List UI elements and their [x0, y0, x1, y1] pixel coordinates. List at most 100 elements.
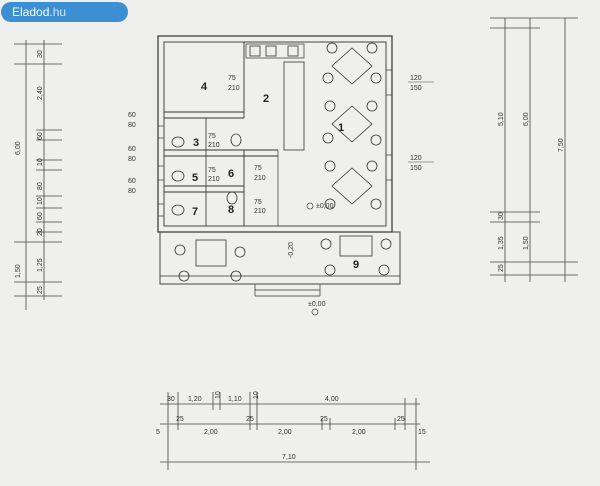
kitchen-appliance-1	[249, 45, 261, 57]
table-dim-labels: 120 150 120 150	[408, 75, 434, 172]
door-dim-2h: 210	[208, 142, 220, 149]
dining-table-1	[331, 47, 373, 85]
right-dim-750: 7,50	[558, 138, 565, 152]
window-dim-2h: 80	[128, 156, 136, 163]
bottom-dim-30: 30	[167, 396, 175, 403]
bottom-dim-120: 1,20	[188, 396, 202, 403]
room-1: 1	[338, 122, 344, 134]
door-dim-5w: 75	[254, 199, 262, 206]
left-dim-10a: 10	[37, 158, 44, 166]
door-dim-3h: 210	[254, 175, 266, 182]
left-dim-240: 2,40	[37, 86, 44, 100]
room-2: 2	[263, 93, 269, 105]
bottom-dim-15: 15	[418, 429, 426, 436]
toilet-5	[171, 170, 185, 182]
room-9: 9	[353, 259, 359, 271]
level-outside: ±0,00	[308, 301, 326, 308]
toilet-3	[171, 136, 185, 148]
table-dim-1a: 120	[410, 75, 422, 82]
kitchen-appliance-3	[287, 45, 299, 57]
right-dim-510: 5,10	[498, 112, 505, 126]
left-dim-60: 60	[37, 132, 44, 140]
bottom-dim-10a: 10	[215, 391, 222, 399]
window-dim-1h: 80	[128, 122, 136, 129]
bottom-dim-5: 5	[156, 429, 160, 436]
window-dim-1w: 60	[128, 112, 136, 119]
level-porch: -0,20	[288, 242, 295, 258]
table-dim-1b: 150	[410, 85, 422, 92]
bottom-dim-25a: 25	[176, 416, 184, 423]
left-dim-80: 80	[37, 182, 44, 190]
left-dim-600: 6,00	[15, 141, 22, 155]
door-dim-5h: 210	[254, 208, 266, 215]
left-dim-30: 30	[37, 50, 44, 58]
bottom-dim-25c: 25	[320, 416, 328, 423]
chairs	[174, 42, 392, 282]
door-dim-1h: 210	[228, 85, 240, 92]
table-dim-2b: 150	[410, 165, 422, 172]
right-dimension-labels: 5,10 6,00 7,50 30 1,35 1,50 25	[498, 112, 565, 272]
left-dimension-labels: 30 2,40 6,00 60 10 80 10 60 20 1,50 1,25…	[15, 50, 44, 294]
left-dim-60b: 60	[37, 212, 44, 220]
right-dim-30: 30	[498, 212, 505, 220]
left-dim-125: 1,25	[37, 258, 44, 272]
room-8: 8	[228, 204, 234, 216]
left-dimension-chain	[14, 40, 62, 310]
room-numbers: 1 2 3 4 5 6 7 8 9	[192, 81, 359, 271]
right-dim-135: 1,35	[498, 236, 505, 250]
right-dim-150: 1,50	[523, 236, 530, 250]
door-dim-4h: 210	[208, 176, 220, 183]
window-dim-2w: 60	[128, 146, 136, 153]
bottom-dim-25b: 25	[246, 416, 254, 423]
room-6: 6	[228, 168, 234, 180]
left-dim-20: 20	[37, 228, 44, 236]
sink-3	[230, 133, 242, 147]
toilet-7	[171, 204, 185, 216]
bottom-dim-200b: 2,00	[278, 429, 292, 436]
room-7: 7	[192, 206, 198, 218]
bottom-dim-110: 1,10	[228, 396, 242, 403]
sink-8	[226, 191, 238, 205]
bottom-dim-200a: 2,00	[204, 429, 218, 436]
room-4: 4	[201, 81, 208, 93]
watermark-brand: Eladod	[12, 5, 50, 19]
door-dim-3w: 75	[254, 165, 262, 172]
window-dim-3w: 60	[128, 178, 136, 185]
door-dim-4w: 75	[208, 167, 216, 174]
sanitary-fixtures	[171, 45, 373, 267]
bottom-dim-400: 4,00	[325, 396, 339, 403]
bottom-dimension-chains	[160, 392, 430, 470]
table-dim-2a: 120	[410, 155, 422, 162]
room-3: 3	[193, 137, 199, 149]
level-markers: ±0,00 ±0,00 -0,20	[288, 202, 334, 316]
building-walls	[157, 35, 401, 297]
door-dim-2w: 75	[208, 133, 216, 140]
watermark-tld: .hu	[49, 5, 67, 19]
bottom-dim-total: 7,10	[282, 454, 296, 461]
bottom-dim-200c: 2,00	[352, 429, 366, 436]
right-dim-600: 6,00	[523, 112, 530, 126]
left-dim-10b: 10	[37, 197, 44, 205]
left-dim-25: 25	[37, 286, 44, 294]
dining-area	[174, 42, 392, 282]
room-5: 5	[192, 172, 198, 184]
door-labels: 75 210 75 210 75 210 75 210 75 210	[208, 75, 266, 215]
window-dim-3h: 80	[128, 188, 136, 195]
level-inside: ±0,00	[316, 203, 334, 210]
bottom-dim-25d: 25	[397, 416, 405, 423]
door-dim-1w: 75	[228, 75, 236, 82]
bottom-dimension-labels: 30 1,20 10 1,10 10 4,00 5 25 2,00 25 2,0…	[156, 391, 426, 461]
porch-planter-right	[339, 235, 373, 257]
right-dimension-chain	[490, 17, 578, 282]
eladod-watermark-badge[interactable]: Eladod.hu	[1, 2, 128, 22]
bottom-dim-10b: 10	[253, 391, 260, 399]
dining-table-3	[331, 167, 373, 205]
porch-planter-left	[195, 239, 227, 267]
window-labels: 60 80 60 80 60 80	[128, 112, 136, 195]
right-dim-25: 25	[498, 264, 505, 272]
dining-table-2	[331, 105, 373, 143]
kitchen-appliance-2	[265, 45, 277, 57]
